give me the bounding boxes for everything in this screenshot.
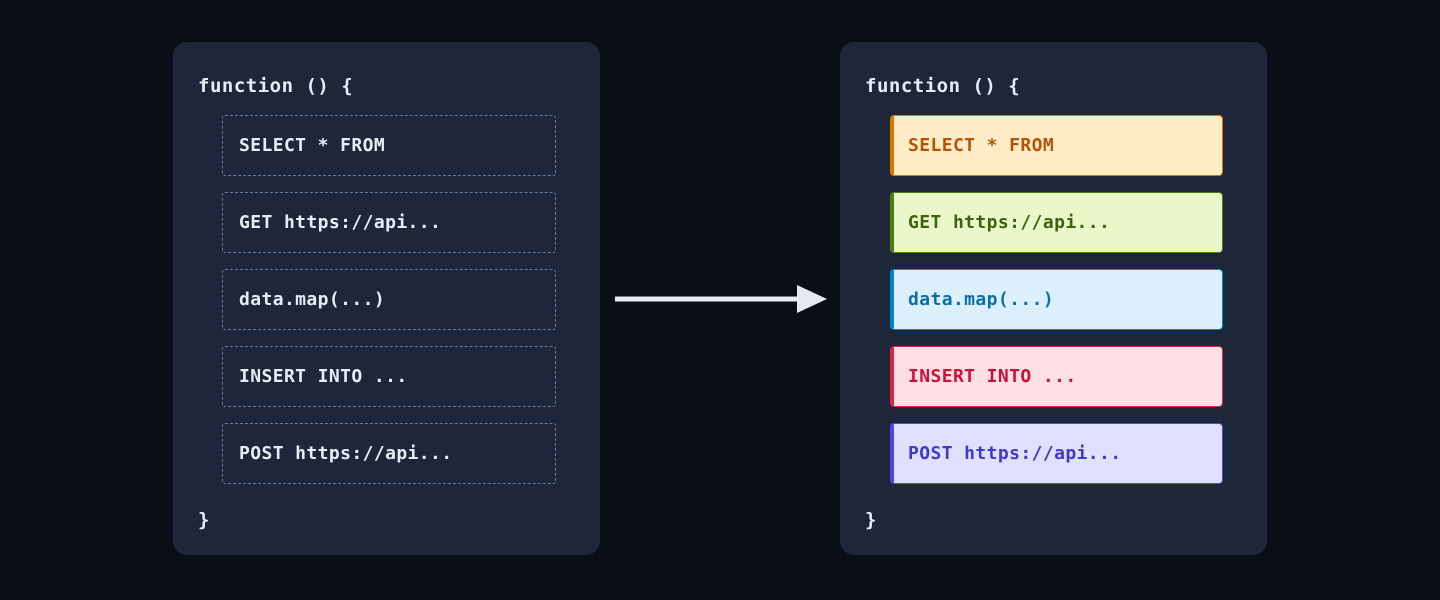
tagged-statement-row-http-get[interactable]: GET https://api...: [890, 192, 1223, 253]
untagged-statement-row[interactable]: POST https://api...: [222, 423, 556, 484]
tagged-statement-row-sql-insert[interactable]: INSERT INTO ...: [890, 346, 1223, 407]
tagged-statement-row-data-transform[interactable]: data.map(...): [890, 269, 1223, 330]
left-function-close: }: [198, 509, 210, 531]
left-function-open: function () {: [198, 75, 354, 97]
left-code-panel: function () { SELECT * FROM GET https://a…: [173, 42, 600, 555]
right-statement-list: SELECT * FROM GET https://api... data.map(…: [890, 115, 1223, 484]
tagged-statement-row-sql-select[interactable]: SELECT * FROM: [890, 115, 1223, 176]
right-code-panel: function () { SELECT * FROM GET https://a…: [840, 42, 1267, 555]
left-statement-list: SELECT * FROM GET https://api... data.map(…: [222, 115, 556, 484]
untagged-statement-row[interactable]: INSERT INTO ...: [222, 346, 556, 407]
right-function-close: }: [865, 509, 877, 531]
untagged-statement-row[interactable]: GET https://api...: [222, 192, 556, 253]
right-function-open: function () {: [865, 75, 1021, 97]
untagged-statement-row[interactable]: data.map(...): [222, 269, 556, 330]
arrow-right-icon: [613, 283, 829, 315]
tagged-statement-row-http-post[interactable]: POST https://api...: [890, 423, 1223, 484]
untagged-statement-row[interactable]: SELECT * FROM: [222, 115, 556, 176]
